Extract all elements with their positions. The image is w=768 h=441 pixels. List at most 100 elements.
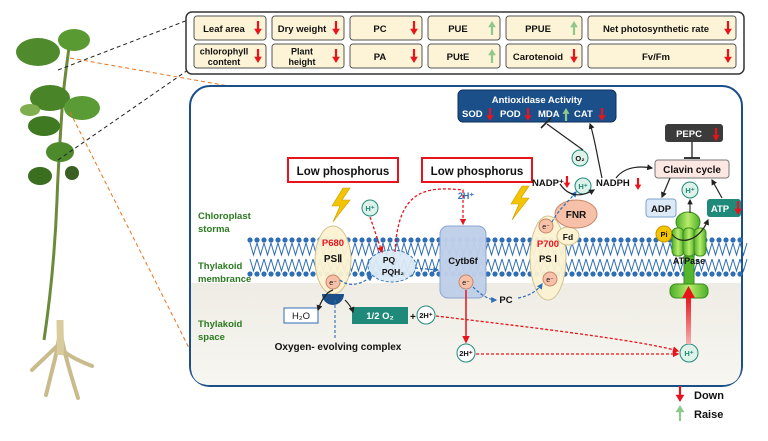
psi-electron: e⁻ xyxy=(546,277,554,284)
pqh2-label: PQH₂ xyxy=(382,267,404,277)
label-space-line1: Thylakoid xyxy=(198,319,243,330)
trait-label: PC xyxy=(373,24,386,35)
trait-cell: PC xyxy=(349,15,423,41)
clavin-cycle-label: Clavin cycle xyxy=(663,165,721,176)
label-space-line2: space xyxy=(198,332,225,343)
down-arrow-icon xyxy=(332,49,340,63)
pepc-box: PEPC xyxy=(665,124,723,142)
down-arrow-icon xyxy=(724,21,732,35)
plus-sign: + xyxy=(410,312,416,323)
raise-arrow-icon xyxy=(488,21,496,35)
fd-protein: Fd xyxy=(556,226,580,246)
pq-label: PQ xyxy=(383,255,396,265)
trait-label: Net photosynthetic rate xyxy=(603,24,709,35)
oxygen-evolving-complex xyxy=(322,294,344,305)
atp-box: ATP xyxy=(707,199,741,217)
svg-text:ATP: ATP xyxy=(711,204,730,215)
label-stroma-line2: storma xyxy=(198,224,230,235)
raise-arrow-icon xyxy=(562,108,570,121)
down-arrow-icon xyxy=(724,49,732,63)
trait-cell: Net photosynthetic rate xyxy=(587,15,737,41)
svg-text:H⁺: H⁺ xyxy=(578,182,587,191)
trait-label: Dry weight xyxy=(278,24,327,35)
trait-label-line1: chlorophyll xyxy=(200,47,249,57)
svg-text:ADP: ADP xyxy=(651,204,672,215)
flow-arrows xyxy=(316,117,723,358)
down-arrow-icon xyxy=(254,49,262,63)
down-arrow-icon xyxy=(332,21,340,35)
antioxidase-item: SOD xyxy=(462,109,483,120)
legend: Down Raise xyxy=(675,386,724,421)
trait-label: PUtE xyxy=(447,52,470,63)
traits-grid: Leaf area Dry weight PC PUE PPUE Net photosyn… xyxy=(193,15,737,69)
oec-label: Oxygen- evolving complex xyxy=(275,342,402,353)
trait-cell: Fv/Fm xyxy=(587,43,737,69)
raise-arrow-icon xyxy=(570,21,578,35)
pi-bubble: Pi xyxy=(655,225,673,243)
label-membrane-line2: membrance xyxy=(198,274,251,285)
cytb6f-2h-stroma: 2H⁺ xyxy=(458,191,475,201)
light-bolt-icon-psii xyxy=(331,187,351,223)
svg-text:H₂O: H₂O xyxy=(292,311,310,322)
h-plus-psii: H⁺ xyxy=(361,199,379,217)
trait-label: PA xyxy=(374,52,387,63)
svg-text:2H⁺: 2H⁺ xyxy=(419,311,433,320)
svg-text:H⁺: H⁺ xyxy=(684,349,693,358)
diagram-trend-arrows xyxy=(563,128,742,215)
trait-cell: Carotenoid xyxy=(505,43,583,69)
legend-down-arrow-icon xyxy=(675,386,685,402)
down-arrow-icon xyxy=(570,49,578,63)
nadph-label: NADPH xyxy=(596,178,630,189)
psi-label: PS Ⅰ xyxy=(539,254,557,265)
low-phosphorus-left-text: Low phosphorus xyxy=(297,166,390,178)
raise-arrow-icon xyxy=(488,49,496,63)
svg-text:O₂: O₂ xyxy=(575,154,584,163)
down-arrow-icon xyxy=(563,176,571,188)
psi-complex: P700 PS Ⅰ e⁻ e⁻ xyxy=(529,215,567,301)
down-arrow-icon xyxy=(734,201,742,215)
antioxidase-item: POD xyxy=(500,109,521,120)
cytb6f-label: Cytb6f xyxy=(448,256,478,267)
antioxidase-item: MDA xyxy=(538,109,560,120)
h-plus-lumen: H⁺ xyxy=(679,343,699,363)
svg-text:Pi: Pi xyxy=(660,230,667,239)
svg-text:Fd: Fd xyxy=(563,232,573,242)
svg-text:FNR: FNR xyxy=(566,210,587,221)
down-arrow-icon xyxy=(712,128,720,141)
trait-label: PPUE xyxy=(525,24,551,35)
trait-label-line1: Plant xyxy=(291,47,313,57)
down-arrow-icon xyxy=(598,108,606,121)
low-phosphorus-right: Low phosphorus xyxy=(421,157,533,183)
two-h-plus-cyt: 2H⁺ xyxy=(456,343,476,363)
trait-cell: PA xyxy=(349,43,423,69)
low-phosphorus-right-text: Low phosphorus xyxy=(431,166,524,178)
label-stroma-line1: Chloroplast xyxy=(198,211,252,222)
down-arrow-icon xyxy=(410,49,418,63)
cotton-plant-illustration xyxy=(16,29,100,400)
svg-text:H⁺: H⁺ xyxy=(685,186,694,195)
down-arrow-icon xyxy=(634,178,642,190)
h-plus-psi: H⁺ xyxy=(574,177,592,195)
legend-raise-label: Raise xyxy=(694,409,723,421)
cytb6f-electron: e⁻ xyxy=(462,280,470,287)
fnr-enzyme: FNR xyxy=(554,199,598,229)
svg-text:2H⁺: 2H⁺ xyxy=(459,349,473,358)
trait-cell: Dry weight xyxy=(271,15,345,41)
trait-cell: PUE xyxy=(427,15,501,41)
low-phosphorus-left: Low phosphorus xyxy=(287,157,399,183)
p700-label: P700 xyxy=(537,239,559,250)
psi-electron-top: e⁻ xyxy=(542,224,550,231)
psii-electron: e⁻ xyxy=(329,280,337,287)
trait-label: Carotenoid xyxy=(513,52,563,63)
nadp-label: NADP⁺ xyxy=(532,178,564,189)
trait-cell: Leaf area xyxy=(193,15,267,41)
p680-label: P680 xyxy=(322,238,344,249)
down-arrow-icon xyxy=(254,21,262,35)
trait-cell: PUtE xyxy=(427,43,501,69)
svg-text:1/2 O₂: 1/2 O₂ xyxy=(366,311,393,322)
legend-down-label: Down xyxy=(694,390,724,402)
antioxidase-item: CAT xyxy=(574,109,593,120)
